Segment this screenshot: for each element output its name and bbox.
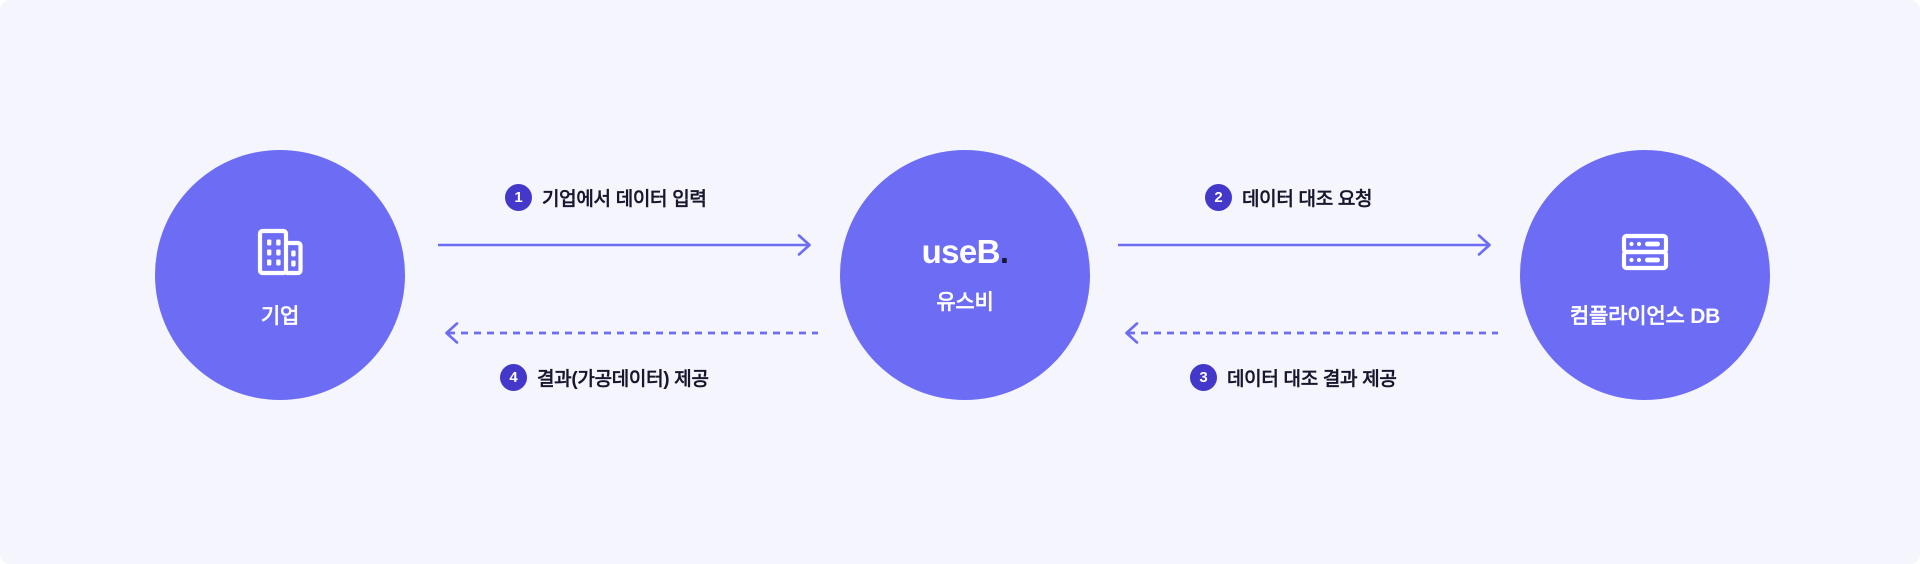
node-compliance-db-label: 컴플라이언스 DB [1569,305,1721,328]
step-label-3: 3 데이터 대조 결과 제공 [1190,364,1397,391]
connector-step-2 [1118,232,1498,258]
step-text-3: 데이터 대조 결과 제공 [1227,369,1397,390]
useb-wordmark-dot: . [999,232,1009,270]
node-useb-label: 유스비 [936,290,994,314]
step-badge-4: 4 [500,364,527,391]
step-badge-1: 1 [505,184,532,211]
step-text-1: 기업에서 데이터 입력 [542,189,707,210]
office-building-icon [248,220,312,284]
node-useb: useB. 유스비 [840,150,1090,400]
step-label-1: 1 기업에서 데이터 입력 [505,184,707,211]
node-enterprise-label: 기업 [260,305,300,328]
step-text-2: 데이터 대조 요청 [1242,189,1373,210]
step-text-4: 결과(가공데이터) 제공 [537,369,709,390]
server-rack-icon [1613,220,1677,284]
connector-step-1 [438,232,818,258]
step-label-2: 2 데이터 대조 요청 [1205,184,1373,211]
node-compliance-db: 컴플라이언스 DB [1520,150,1770,400]
step-badge-3: 3 [1190,364,1217,391]
node-enterprise: 기업 [155,150,405,400]
step-badge-2: 2 [1205,184,1232,211]
useb-wordmark-text: useB [921,232,1001,270]
useb-logo: useB. [922,235,1009,268]
connector-step-3 [1118,320,1498,346]
connector-step-4 [438,320,818,346]
step-label-4: 4 결과(가공데이터) 제공 [500,364,709,391]
